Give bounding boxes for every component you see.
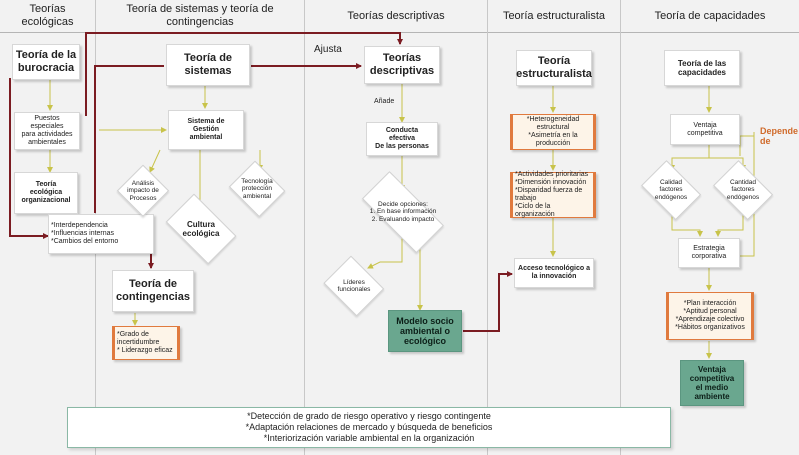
cantidad-factores-label: Cantidad factores endógenos (726, 178, 760, 201)
teoria-estructuralista-box: Teoría estructuralista (516, 50, 592, 86)
sistema-gestion-ambiental-box: Sistema de Gestión ambiental (168, 110, 244, 150)
cultura-ecologica-label: Cultura ecológica (182, 220, 220, 238)
tecnologia-proteccion-diamond: Tecnología protección ambiental (228, 164, 286, 214)
header-capacidades: Teoría de capacidades (621, 0, 799, 33)
lideres-funcionales-diamond: Líderes funcionales (322, 260, 386, 312)
cultura-ecologica-diamond: Cultura ecológica (160, 202, 242, 256)
plan-interaccion-box: *Plan interacción *Aptitud personal *Apr… (666, 292, 754, 340)
conducta-efectiva-box: Conducta efectiva De las personas (366, 122, 438, 156)
acceso-tecnologico-box: Acceso tecnológico a la innovación (514, 258, 594, 288)
teoria-ecologica-organizacional-box: Teoría ecológica organizacional (14, 172, 78, 214)
header-ecologicas: Teorías ecológicas (0, 0, 95, 33)
bottom-line-1: *Detección de grado de riesgo operativo … (247, 411, 491, 421)
anade-label: Añade (374, 98, 395, 105)
interdependencia-box: *Interdependencia *Influencias internas … (48, 214, 154, 254)
contingencias-items-box: *Grado de incertidumbre * Liderazgo efic… (112, 326, 180, 360)
calidad-factores-label: Calidad factores endógenos (654, 178, 688, 201)
decide-opciones-label: Decide opciones: 1. En base información … (369, 200, 437, 223)
teoria-contingencias-box: Teoría de contingencias (112, 270, 194, 312)
puestos-especiales-box: Puestos especiales para actividades ambi… (14, 112, 80, 150)
cantidad-factores-diamond: Cantidad factores endógenos (710, 166, 776, 214)
analisis-impacto-diamond: Análisis impacto de Procesos (118, 166, 168, 216)
decide-opciones-diamond: Decide opciones: 1. En base información … (350, 186, 456, 238)
calidad-factores-diamond: Calidad factores endógenos (638, 166, 704, 214)
heterogeneidad-box: *Heterogeneidad estructural *Asimetría e… (510, 114, 596, 150)
teoria-capacidades-box: Teoría de las capacidades (664, 50, 740, 86)
lideres-funcionales-label: Líderes funcionales (337, 278, 371, 294)
red-arrows (9, 32, 513, 332)
teoria-sistemas-box: Teoría de sistemas (166, 44, 250, 86)
teoria-burocracia-box: Teoría de la burocracia (12, 44, 80, 80)
olive-connectors (47, 80, 755, 359)
bottom-line-2: *Adaptación relaciones de mercado y búsq… (245, 422, 493, 432)
ventaja-competitiva-medio-box: Ventaja competitiva el medio ambiente (680, 360, 744, 406)
teorias-descriptivas-box: Teorías descriptivas (364, 46, 440, 84)
header-estructuralista: Teoría estructuralista (488, 0, 620, 33)
actividades-prioritarias-box: *Actividades prioritarias *Dimensión inn… (510, 171, 596, 218)
tecnologia-proteccion-label: Tecnología protección ambiental (241, 177, 273, 200)
depende-de-label: Depende de (760, 126, 799, 146)
ajusta-label: Ajusta (314, 44, 342, 55)
ventaja-competitiva-box: Ventaja competitiva (670, 114, 740, 145)
bottom-summary-box: *Detección de grado de riesgo operativo … (67, 407, 671, 448)
modelo-socio-ambiental-box: Modelo socio ambiental o ecológico (388, 310, 462, 352)
bottom-line-3: *Interiorización variable ambiental en l… (263, 433, 475, 443)
analisis-impacto-label: Análisis impacto de Procesos (127, 179, 159, 202)
estrategia-corporativa-box: Estrategia corporativa (678, 238, 740, 268)
